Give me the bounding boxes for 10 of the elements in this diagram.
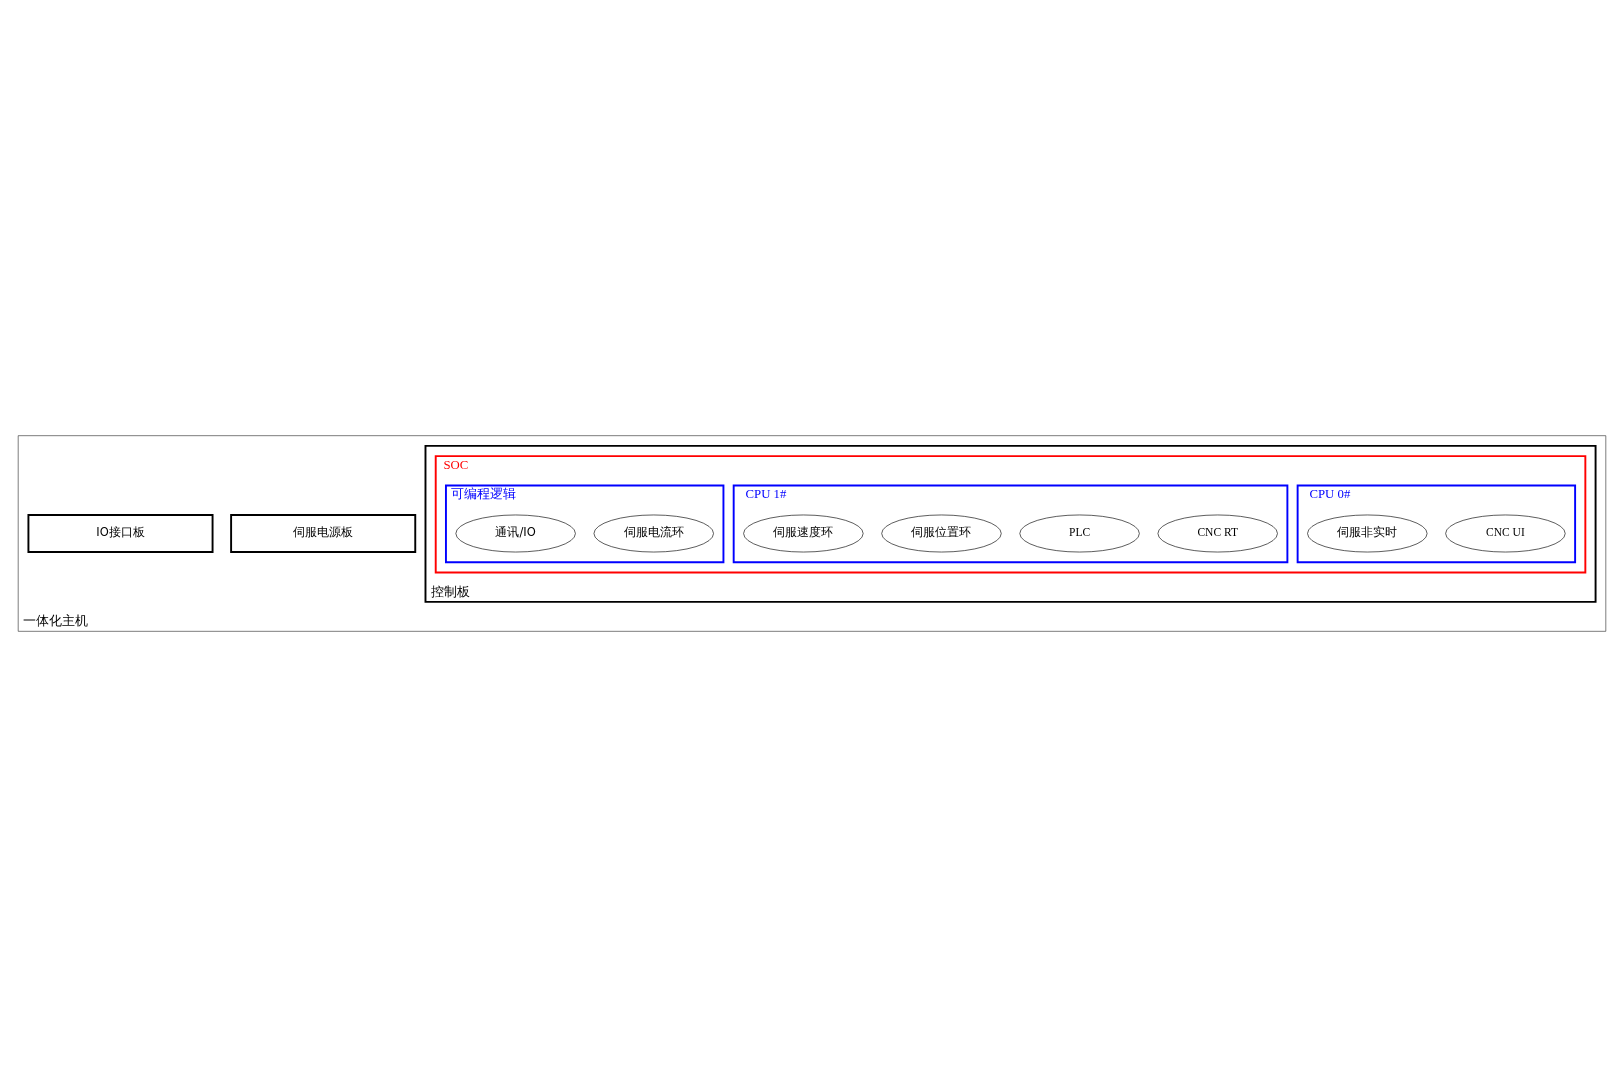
node-box: IO接口板 <box>27 514 214 553</box>
node-ellipse: CNC RT <box>1157 514 1278 553</box>
node-ellipse: 伺服速度环 <box>743 514 864 553</box>
node-ellipse: 伺服位置环 <box>881 514 1002 553</box>
node-ellipse: PLC <box>1019 514 1140 553</box>
node-ellipse: CNC UI <box>1445 514 1566 553</box>
node-box: 伺服电源板 <box>230 514 417 553</box>
node-ellipse: 通讯/IO <box>455 514 576 553</box>
node-ellipse: 伺服非实时 <box>1307 514 1428 553</box>
node-ellipse: 伺服电流环 <box>593 514 714 553</box>
